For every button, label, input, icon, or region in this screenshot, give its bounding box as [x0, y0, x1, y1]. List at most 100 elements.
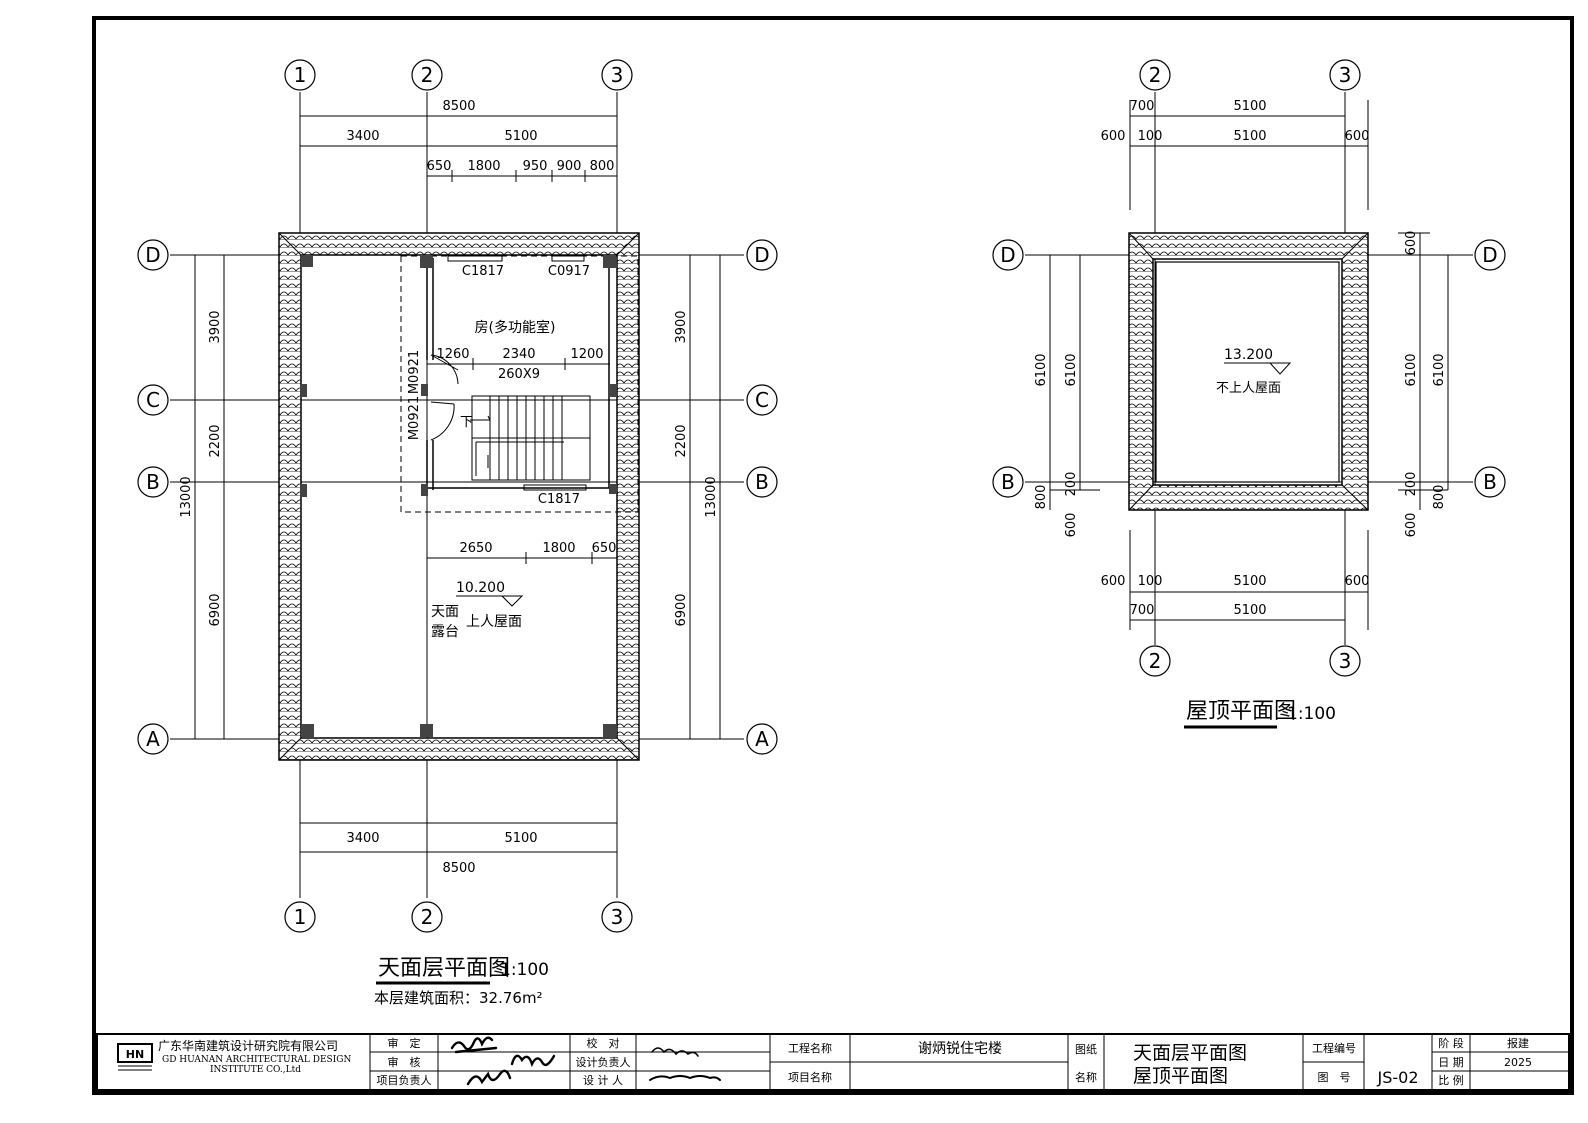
axis-bubbles-right-plan: [992, 59, 1506, 677]
roof-tile-border: [278, 232, 640, 761]
dim-right-part-1: 3900: [674, 310, 689, 343]
roof-dim-bottom-2b: 5100: [1233, 603, 1266, 618]
dim-left-part-2: 2200: [208, 424, 223, 457]
roof-axis-top-3: 3: [1339, 63, 1352, 87]
axis-label-bottom-3: 3: [611, 905, 624, 929]
column: [603, 724, 616, 737]
roof-dim-left-b-1: 800: [1034, 485, 1049, 510]
axis-label-left-b: B: [146, 470, 160, 494]
axis-label-top-2: 2: [421, 63, 434, 87]
plan-scale-right: 1:100: [1287, 704, 1336, 724]
roof-elevation-value: 13.200: [1224, 347, 1273, 363]
roof-tile-border-right: [1128, 232, 1369, 511]
roof-axis-bottom-2: 2: [1149, 649, 1162, 673]
roof-axis-right-d: D: [1482, 243, 1497, 267]
title-block: HN 广东华南建筑设计研究院有限公司 GD HUANAN ARCHITECTUR…: [96, 1033, 1570, 1091]
dim-detail-2: 1800: [467, 159, 500, 174]
stage-value: 报建: [1507, 1036, 1529, 1050]
company-name-cn: 广东华南建筑设计研究院有限公司: [158, 1038, 338, 1053]
door-label-2: M0921: [407, 396, 422, 440]
label-approve: 审 定: [388, 1036, 421, 1050]
drawing-name-2: 屋顶平面图: [1133, 1065, 1228, 1087]
roof-dim-right-b-3: 600: [1404, 513, 1419, 538]
roof-dim-top-1b: 5100: [1233, 99, 1266, 114]
column: [421, 484, 428, 496]
column: [300, 484, 307, 497]
left-plan: 1 2 3 1 2 3 D C B A D C B A 8500 3400 51…: [137, 59, 778, 1007]
label-project-no: 工程编号: [1312, 1041, 1356, 1055]
dim-stair-2: 2340: [502, 347, 535, 362]
label-drawing-2: 名称: [1075, 1070, 1097, 1084]
column: [420, 724, 433, 737]
axis-label-left-a: A: [146, 727, 160, 751]
column: [421, 384, 428, 396]
label-scale: 比 例: [1438, 1073, 1464, 1087]
plan-title-left: 天面层平面图: [378, 956, 510, 981]
roof-dim-top-1a: 700: [1130, 99, 1155, 114]
drawing-name-1: 天面层平面图: [1133, 1042, 1247, 1064]
window-label-3: C1817: [538, 492, 580, 507]
elevation-label: 上人屋面: [466, 614, 522, 630]
dim-stair-3: 1200: [570, 347, 603, 362]
company-logo: [117, 1043, 153, 1063]
axis-label-top-3: 3: [611, 63, 624, 87]
roof-dim-left-b-3: 600: [1064, 513, 1079, 538]
axis-label-left-c: C: [146, 388, 160, 412]
plan-scale-left: 1:100: [500, 960, 549, 980]
dim-right-part-3: 6900: [674, 593, 689, 626]
roof-dim-bottom-1a: 600: [1101, 574, 1126, 589]
axis-label-left-d: D: [145, 243, 160, 267]
dim-terrace-2: 1800: [542, 541, 575, 556]
dim-left-total: 13000: [179, 476, 194, 517]
roof-axis-right-b: B: [1483, 470, 1497, 494]
axis-label-right-a: A: [755, 727, 769, 751]
dim-detail-5: 800: [590, 159, 615, 174]
room-label: 房(多功能室): [475, 319, 556, 336]
window-label-2: C0917: [548, 264, 590, 279]
dim-stair-1: 1260: [436, 347, 469, 362]
date-value: 2025: [1504, 1056, 1532, 1069]
label-item-name: 项目名称: [788, 1070, 832, 1084]
label-date: 日 期: [1438, 1056, 1464, 1069]
column: [609, 484, 616, 494]
stair-label: 260X9: [498, 367, 540, 382]
terrace-label-1: 天面: [431, 604, 459, 620]
dim-terrace-3: 650: [592, 541, 617, 556]
roof-elevation-marker: [1224, 362, 1292, 375]
dim-top-total: 8500: [442, 99, 475, 114]
roof-dim-top-2b: 100: [1138, 129, 1163, 144]
roof-dim-top-2c: 5100: [1233, 129, 1266, 144]
label-project-lead: 项目负责人: [377, 1073, 432, 1087]
dim-bottom-total: 8500: [442, 861, 475, 876]
column: [301, 255, 313, 267]
company-name-en-1: GD HUANAN ARCHITECTURAL DESIGN: [162, 1055, 351, 1065]
window-label-1: C1817: [462, 264, 504, 279]
dim-detail-4: 900: [557, 159, 582, 174]
window-c0917: [551, 255, 585, 262]
column: [420, 255, 433, 268]
roof-dim-right-outer: 6100: [1432, 353, 1447, 386]
label-stage: 阶 段: [1438, 1036, 1464, 1050]
dim-bottom-part-1: 3400: [346, 831, 379, 846]
axis-label-top-1: 1: [294, 63, 307, 87]
upper-room-outline: [400, 255, 639, 513]
dim-left-part-1: 3900: [208, 310, 223, 343]
logo-text: HN: [126, 1048, 144, 1061]
elevation-value: 10.200: [456, 580, 505, 596]
roof-axis-bottom-3: 3: [1339, 649, 1352, 673]
dim-detail-3: 950: [523, 159, 548, 174]
label-drawing-1: 图纸: [1075, 1043, 1097, 1056]
roof-dim-top-2a: 600: [1101, 129, 1126, 144]
roof-dim-right-inner: 6100: [1404, 353, 1419, 386]
dim-bottom-part-2: 5100: [504, 831, 537, 846]
floor-area-text: 本层建筑面积：32.76m²: [374, 989, 543, 1007]
roof-dim-right-b-1: 200: [1404, 472, 1419, 497]
plan-title-right: 屋顶平面图: [1186, 699, 1296, 724]
label-design-lead: 设计负责人: [576, 1055, 631, 1069]
window-c1817-bottom: [523, 484, 587, 491]
roof-axis-left-b: B: [1001, 470, 1015, 494]
project-name: 谢炳锐住宅楼: [918, 1041, 1002, 1057]
window-c1817-top: [447, 255, 503, 262]
roof-dim-bottom-2a: 700: [1130, 603, 1155, 618]
